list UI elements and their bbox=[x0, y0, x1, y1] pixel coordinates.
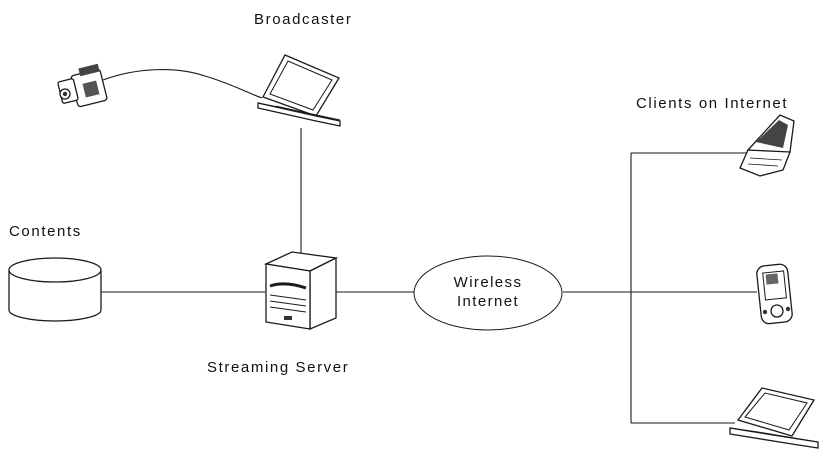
broadcaster-label: Broadcaster bbox=[254, 11, 352, 28]
pda-icon bbox=[756, 263, 793, 325]
clients-label: Clients on Internet bbox=[636, 95, 788, 112]
server-tower-icon bbox=[263, 251, 339, 330]
internet-label: Internet bbox=[457, 293, 519, 310]
camera-to-laptop-cable bbox=[102, 69, 263, 99]
client-laptop-icon bbox=[729, 387, 819, 449]
broadcaster-laptop-icon bbox=[257, 54, 341, 127]
contents-label: Contents bbox=[9, 223, 82, 240]
wireless-label: Wireless bbox=[454, 274, 523, 291]
video-camera-icon bbox=[57, 63, 108, 108]
connections bbox=[101, 69, 757, 424]
streaming-server-label: Streaming Server bbox=[207, 359, 349, 376]
wireless-internet-cloud bbox=[413, 255, 563, 331]
database-cylinder-icon bbox=[8, 257, 102, 322]
flip-phone-icon bbox=[739, 114, 795, 177]
